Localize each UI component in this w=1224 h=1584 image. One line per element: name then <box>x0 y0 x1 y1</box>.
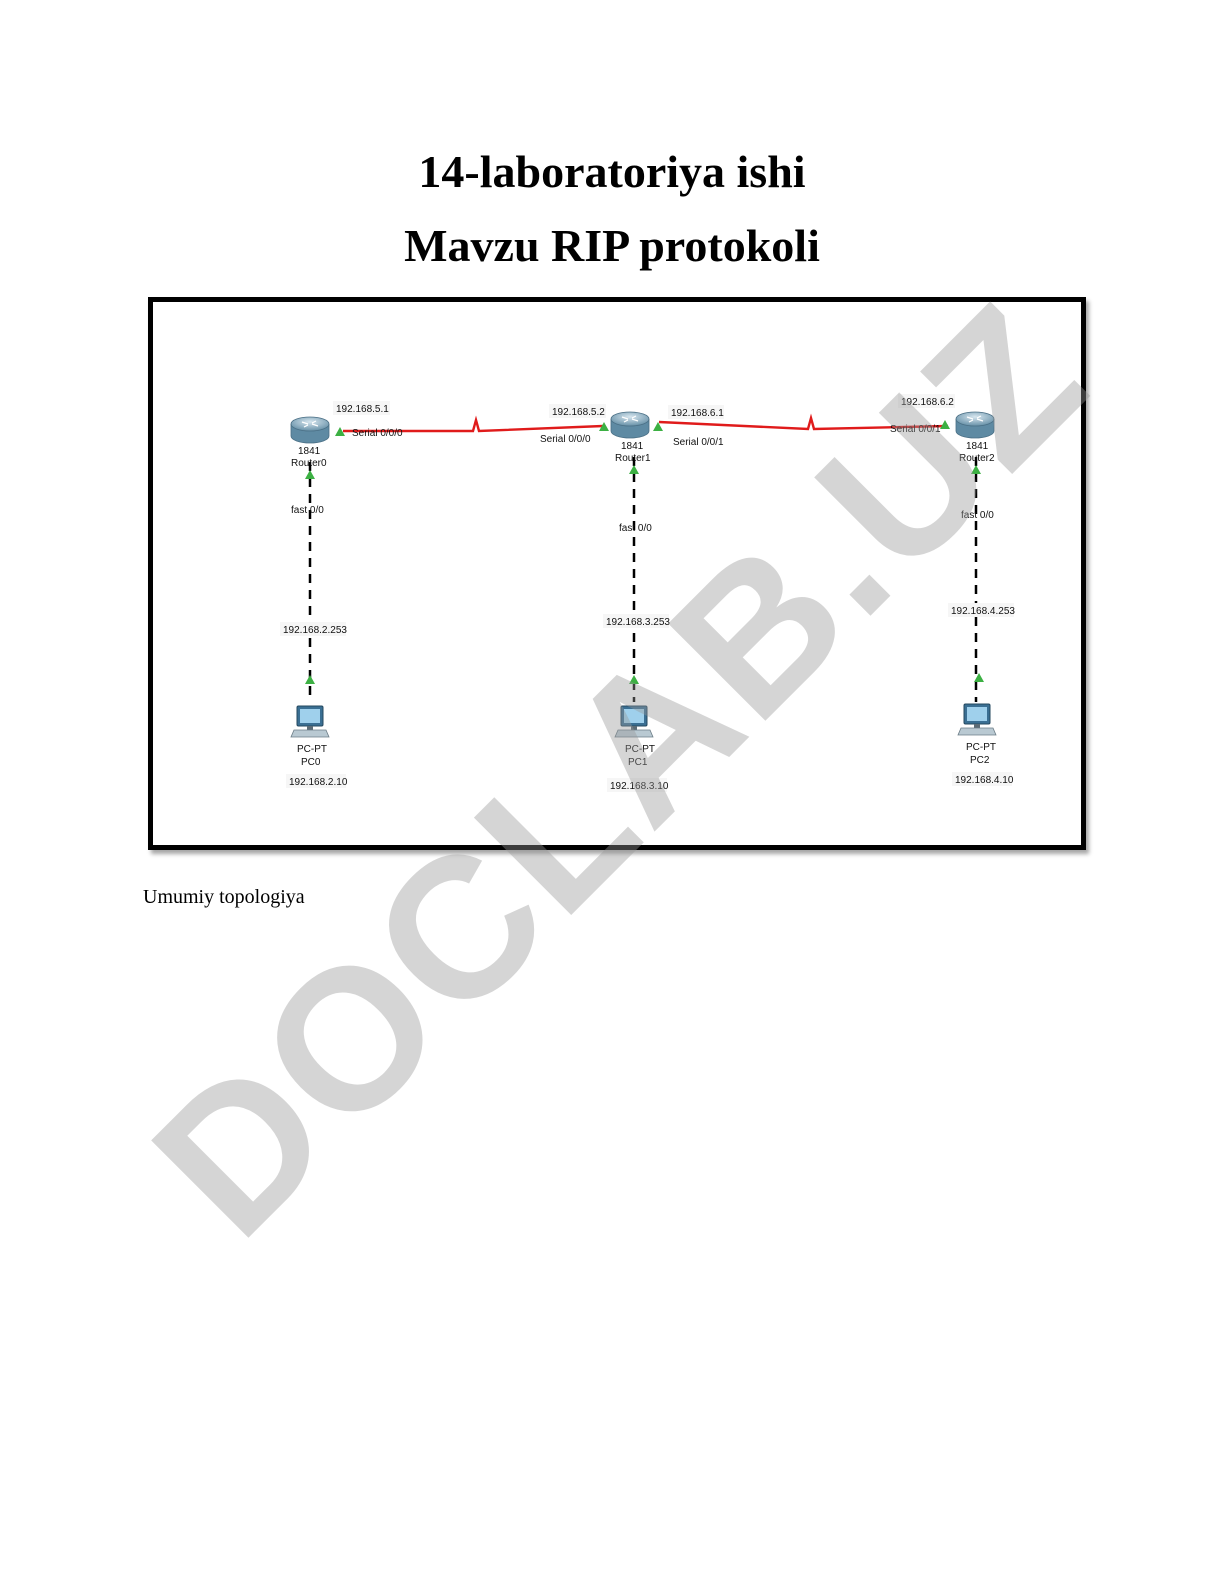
pc0-ip: 192.168.2.10 <box>289 777 348 788</box>
router1-wan-ip-right: 192.168.6.1 <box>671 408 724 419</box>
router0-wan-ip: 192.168.5.1 <box>336 404 389 415</box>
pc2-type: PC-PT <box>966 742 996 753</box>
router0-lan-port: fast 0/0 <box>291 505 324 516</box>
pc2-ip: 192.168.4.10 <box>955 775 1014 786</box>
link-up-indicator <box>335 427 345 436</box>
pc0-type: PC-PT <box>297 744 327 755</box>
pc0-name: PC0 <box>301 757 321 768</box>
router2-lan-port: fast 0/0 <box>961 510 994 521</box>
document-subtitle: Mavzu RIP protokoli <box>404 220 820 271</box>
router0-wan-port: Serial 0/0/0 <box>352 428 403 439</box>
pc1-ip: 192.168.3.10 <box>610 781 669 792</box>
link-up-indicator <box>971 465 981 474</box>
pc2-name: PC2 <box>970 755 990 766</box>
pc1-name: PC1 <box>628 757 648 768</box>
link-up-indicator <box>305 675 315 684</box>
topology-diagram: 192.168.5.1 Serial 0/0/0 1841 Router0 fa… <box>280 394 1015 792</box>
pc-icon[interactable] <box>290 705 330 738</box>
link-up-indicator <box>599 422 609 431</box>
figure-caption: Umumiy topologiya <box>143 886 305 908</box>
router2-wan-ip: 192.168.6.2 <box>901 397 954 408</box>
router0-model: 1841 <box>298 446 321 457</box>
router2-lan-ip: 192.168.4.253 <box>951 606 1015 617</box>
router0-lan-ip: 192.168.2.253 <box>283 625 347 636</box>
router1-model: 1841 <box>621 441 644 452</box>
router2-wan-port: Serial 0/0/1 <box>890 424 941 435</box>
router1-wan-ip-left: 192.168.5.2 <box>552 407 605 418</box>
router2-name: Router2 <box>959 453 995 464</box>
serial-link-router0-router1 <box>343 415 604 433</box>
router1-name: Router1 <box>615 453 651 464</box>
serial-link-router1-router2 <box>658 413 949 431</box>
pc-icon[interactable] <box>957 703 997 736</box>
router-icon[interactable] <box>955 411 995 439</box>
link-up-indicator <box>629 675 639 684</box>
router0-name: Router0 <box>291 458 327 469</box>
router-icon[interactable] <box>290 416 330 444</box>
router1-lan-port: fast 0/0 <box>619 523 652 534</box>
pc-icon[interactable] <box>614 705 654 738</box>
link-up-indicator <box>940 420 950 429</box>
router2-model: 1841 <box>966 441 989 452</box>
document-title: 14-laboratoriya ishi <box>418 146 806 197</box>
router-icon[interactable] <box>610 411 650 439</box>
topology-figure: 192.168.5.1 Serial 0/0/0 1841 Router0 fa… <box>148 297 1086 850</box>
router1-wan-port-left: Serial 0/0/0 <box>540 434 591 445</box>
router1-lan-ip: 192.168.3.253 <box>606 617 670 628</box>
link-up-indicator <box>974 673 984 682</box>
link-up-indicator <box>629 465 639 474</box>
link-up-indicator <box>653 422 663 431</box>
link-up-indicator <box>305 470 315 479</box>
router1-wan-port-right: Serial 0/0/1 <box>673 437 724 448</box>
pc1-type: PC-PT <box>625 744 655 755</box>
